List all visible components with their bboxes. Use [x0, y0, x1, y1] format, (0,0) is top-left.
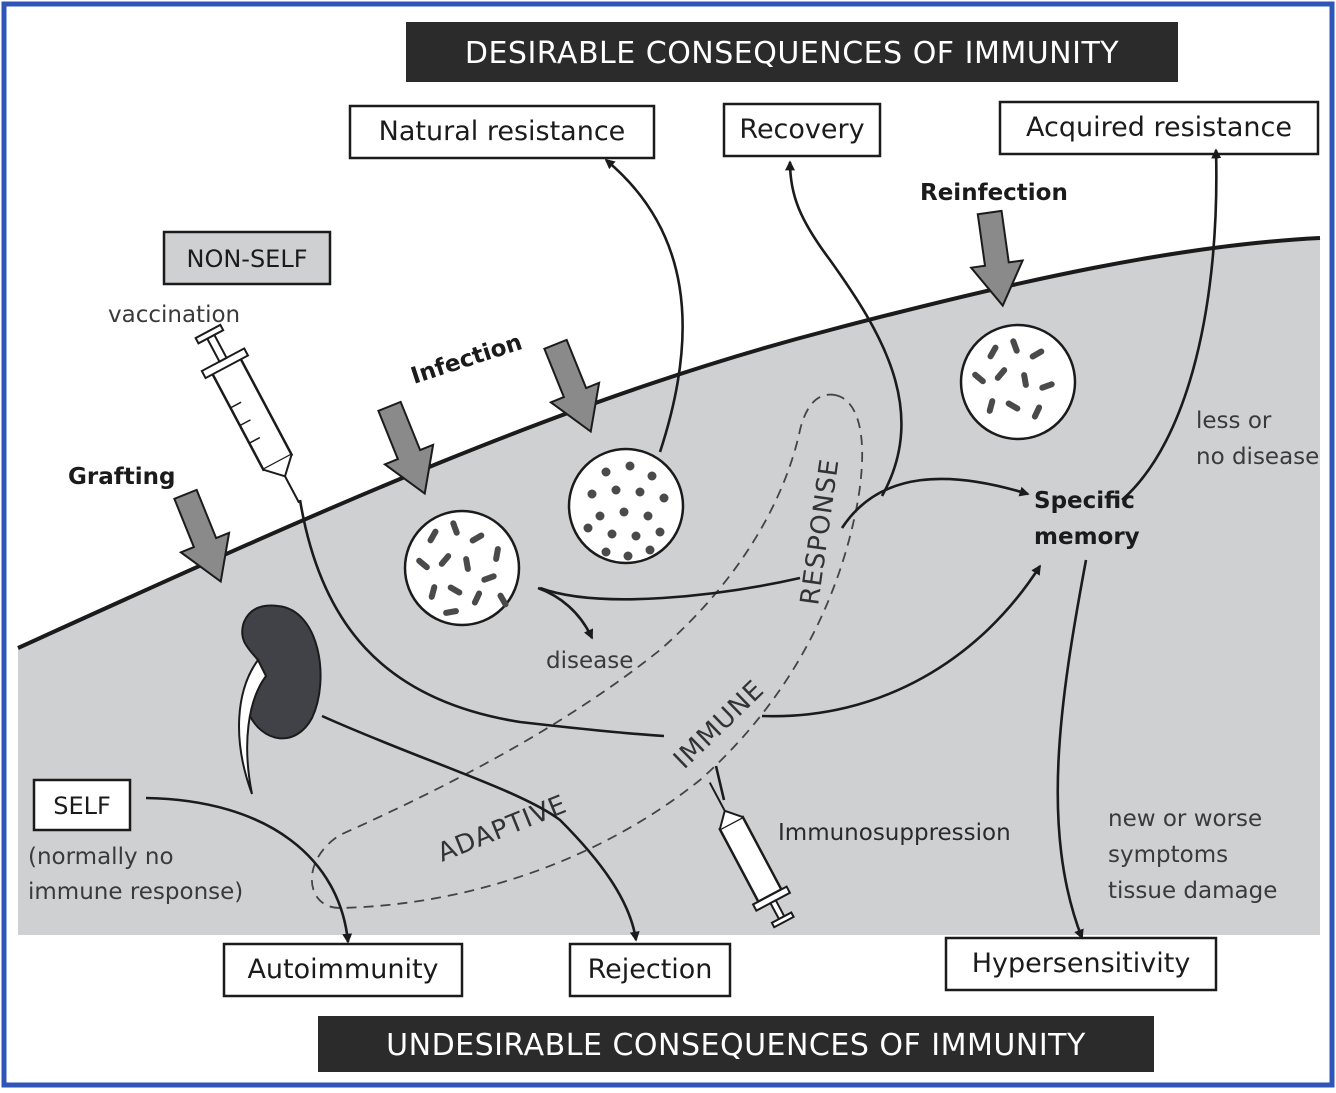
rejection-label: Rejection — [588, 954, 713, 985]
infection-label: Infection — [408, 329, 526, 389]
rejection-box — [568, 942, 732, 998]
recovery-box — [722, 102, 882, 158]
to-autoimmunity-curve — [145, 796, 353, 944]
immunosuppression-syringe-icon — [708, 782, 795, 929]
immunosuppression-label: Immunosuppression — [778, 820, 1011, 846]
self-label: SELF — [53, 792, 111, 820]
body-boundary — [17, 236, 1321, 650]
bottom-header: UNDESIRABLE CONSEQUENCES OF IMMUNITY — [386, 1028, 1086, 1063]
grafting-label: Grafting — [68, 464, 175, 490]
adaptive-immune-response-band — [310, 393, 864, 909]
non-self-label: NON-SELF — [186, 245, 307, 273]
to-rejection-curve — [321, 714, 640, 942]
non-self-box — [162, 230, 332, 286]
self-note-line2: immune response) — [28, 879, 243, 905]
to-natural-resistance-curve — [604, 158, 684, 453]
less-disease-line1: less or — [1196, 408, 1272, 434]
infection-to-response-curve — [539, 576, 801, 601]
natural-resistance-box — [348, 104, 656, 160]
symptoms-line1: new or worse — [1108, 806, 1262, 832]
specific-memory-line2: memory — [1034, 524, 1140, 550]
infection-microbe-dots — [567, 447, 685, 565]
to-acquired-resistance-curve — [1121, 148, 1222, 501]
reinfection-arrow — [969, 209, 1025, 308]
natural-resistance-label: Natural resistance — [379, 116, 626, 147]
top-header: DESIRABLE CONSEQUENCES OF IMMUNITY — [465, 36, 1119, 71]
vaccination-syringe-icon — [194, 323, 300, 504]
disease-label: disease — [546, 648, 633, 674]
immunosuppression-line — [714, 765, 726, 801]
specific-memory-line1: Specific — [1034, 488, 1135, 514]
to-recovery-curve — [785, 160, 903, 497]
bottom-header-bg — [318, 1016, 1154, 1072]
vaccination-response-curve — [298, 499, 665, 738]
symptoms-line3: tissue damage — [1108, 878, 1277, 904]
kidney-graft-icon — [238, 604, 322, 795]
infection-arrow-left — [377, 400, 435, 496]
immune-to-memory-curve — [761, 564, 1042, 718]
to-hypersensitivity-curve — [1056, 559, 1088, 940]
self-note-line1: (normally no — [28, 844, 174, 870]
grafting-arrow — [173, 488, 231, 584]
self-box — [32, 778, 132, 832]
reinfection-microbe-rods — [959, 323, 1077, 441]
autoimmunity-label: Autoimmunity — [247, 954, 438, 985]
less-disease-line2: no disease — [1196, 444, 1319, 470]
vaccination-label: vaccination — [108, 302, 240, 328]
autoimmunity-box — [222, 942, 464, 998]
symptoms-line2: symptoms — [1108, 842, 1228, 868]
infection-arrow-right — [543, 338, 601, 434]
acquired-resistance-label: Acquired resistance — [1026, 112, 1292, 143]
top-header-bg — [406, 22, 1178, 82]
to-specific-memory-curve — [840, 477, 1030, 529]
to-disease-curve — [537, 586, 594, 640]
infection-microbe-rods — [403, 509, 521, 627]
acquired-resistance-box — [998, 100, 1320, 156]
recovery-label: Recovery — [739, 114, 864, 145]
reinfection-label: Reinfection — [920, 180, 1068, 206]
hypersensitivity-label: Hypersensitivity — [972, 948, 1191, 979]
